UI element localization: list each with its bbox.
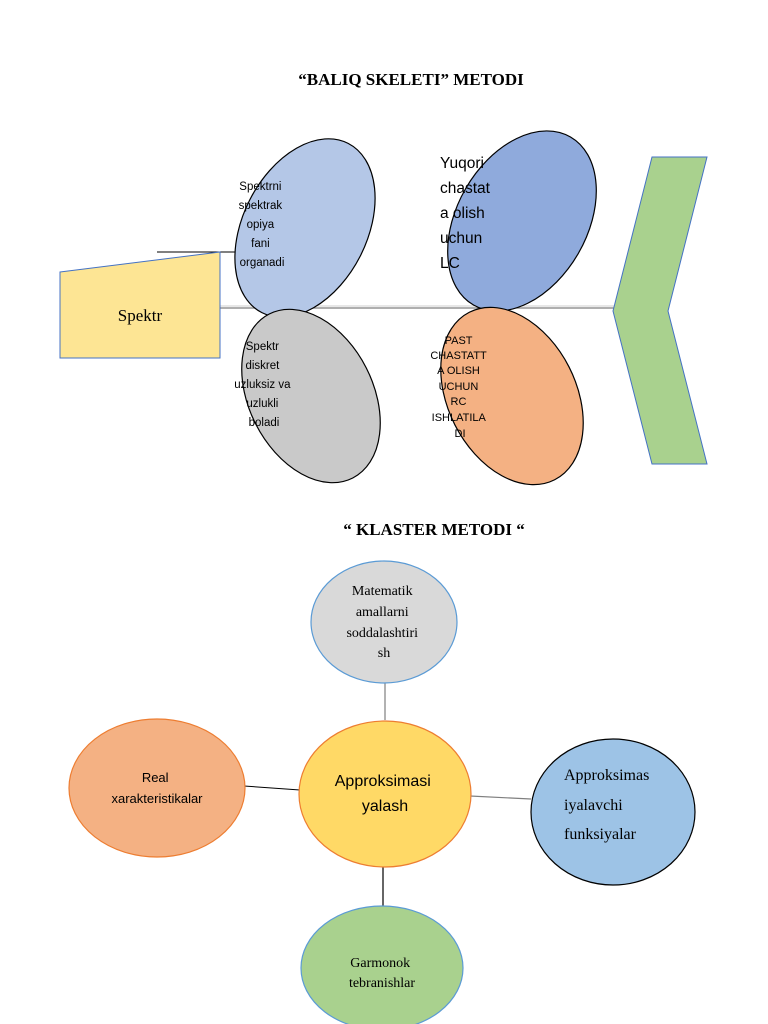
bottom-left-line: uzlukli bbox=[246, 398, 278, 410]
cluster-node-center-text: Approksimasi yalash bbox=[335, 773, 435, 815]
right-node-line: Approksimas bbox=[564, 767, 649, 784]
top-right-line: LC bbox=[440, 255, 460, 272]
top-left-line: opiya bbox=[247, 219, 275, 231]
cluster-node-right bbox=[530, 738, 696, 886]
top-node-line: soddalashtiri bbox=[346, 626, 418, 641]
bottom-left-line: boladi bbox=[249, 417, 280, 429]
top-node-line: sh bbox=[378, 646, 390, 661]
bottom-left-line: uzluksiz va bbox=[234, 379, 291, 391]
top-right-line: a olish bbox=[440, 205, 485, 222]
top-left-line: Spektrni bbox=[239, 181, 281, 193]
ellipse-top-left bbox=[234, 138, 376, 318]
fish-head-shape bbox=[59, 251, 221, 359]
right-node-line: iyalavchi bbox=[564, 797, 623, 814]
top-left-line: fani bbox=[251, 238, 270, 250]
cluster-node-left bbox=[68, 718, 246, 858]
right-node-line: funksiyalar bbox=[564, 826, 637, 843]
bottom-right-line: A OLISH bbox=[437, 365, 480, 377]
bottom-right-line: CHASTATT bbox=[430, 350, 487, 362]
ellipse-top-right bbox=[447, 130, 597, 312]
center-node-line: yalash bbox=[362, 798, 408, 815]
bottom-right-line: ISHLATILA bbox=[432, 412, 487, 424]
center-node-line: Approksimasi bbox=[335, 773, 431, 790]
connector-left bbox=[243, 785, 301, 791]
connector-right bbox=[469, 795, 532, 800]
top-left-line: spektrak bbox=[239, 200, 283, 212]
cluster-node-left-text: Real xarakteristikalar bbox=[111, 770, 203, 806]
bottom-right-line: DI bbox=[455, 428, 466, 440]
cluster-node-top-text: Matematik amallarni soddalashtiri sh bbox=[346, 584, 421, 661]
top-node-line: Matematik bbox=[352, 584, 413, 599]
left-node-line: xarakteristikalar bbox=[111, 791, 203, 806]
fish-tail-shape bbox=[612, 156, 708, 465]
cluster-node-center bbox=[298, 720, 472, 868]
top-right-line: chastat bbox=[440, 180, 491, 197]
top-right-line: Yuqori bbox=[440, 155, 484, 172]
ellipse-top-left-text: Spektrni spektrak opiya fani organadi bbox=[239, 181, 286, 269]
cluster-node-bottom-text: Garmonok tebranishlar bbox=[349, 956, 415, 991]
bottom-node-line: tebranishlar bbox=[349, 976, 415, 991]
fishbone-title: “BALIQ SKELETI” METODI bbox=[298, 70, 524, 89]
ellipse-top-right-text: Yuqori chastat a olish uchun LC bbox=[440, 155, 494, 272]
top-node-line: amallarni bbox=[356, 605, 409, 620]
cluster-node-right-text: Approksimas iyalavchi funksiyalar bbox=[564, 767, 653, 843]
bottom-right-line: RC bbox=[451, 396, 467, 408]
fish-head-label: Spektr bbox=[118, 306, 163, 325]
cluster-node-bottom bbox=[300, 905, 464, 1024]
left-node-line: Real bbox=[142, 770, 169, 785]
ellipse-bottom-left-text: Spektr diskret uzluksiz va uzlukli bolad… bbox=[234, 341, 293, 429]
ellipse-bottom-left bbox=[241, 308, 381, 484]
bottom-right-line: UCHUN bbox=[439, 381, 479, 393]
ellipse-bottom-right-text: PAST CHASTATT A OLISH UCHUN RC ISHLATILA… bbox=[430, 335, 489, 440]
cluster-node-top bbox=[310, 560, 458, 684]
bottom-right-line: PAST bbox=[445, 335, 473, 347]
ellipse-bottom-right bbox=[440, 306, 584, 486]
top-right-line: uchun bbox=[440, 230, 482, 247]
bottom-node-line: Garmonok bbox=[350, 956, 410, 971]
cluster-title: “ KLASTER METODI “ bbox=[343, 520, 525, 539]
bottom-left-line: diskret bbox=[245, 360, 280, 372]
top-left-line: organadi bbox=[240, 257, 285, 269]
bottom-left-line: Spektr bbox=[246, 341, 279, 353]
